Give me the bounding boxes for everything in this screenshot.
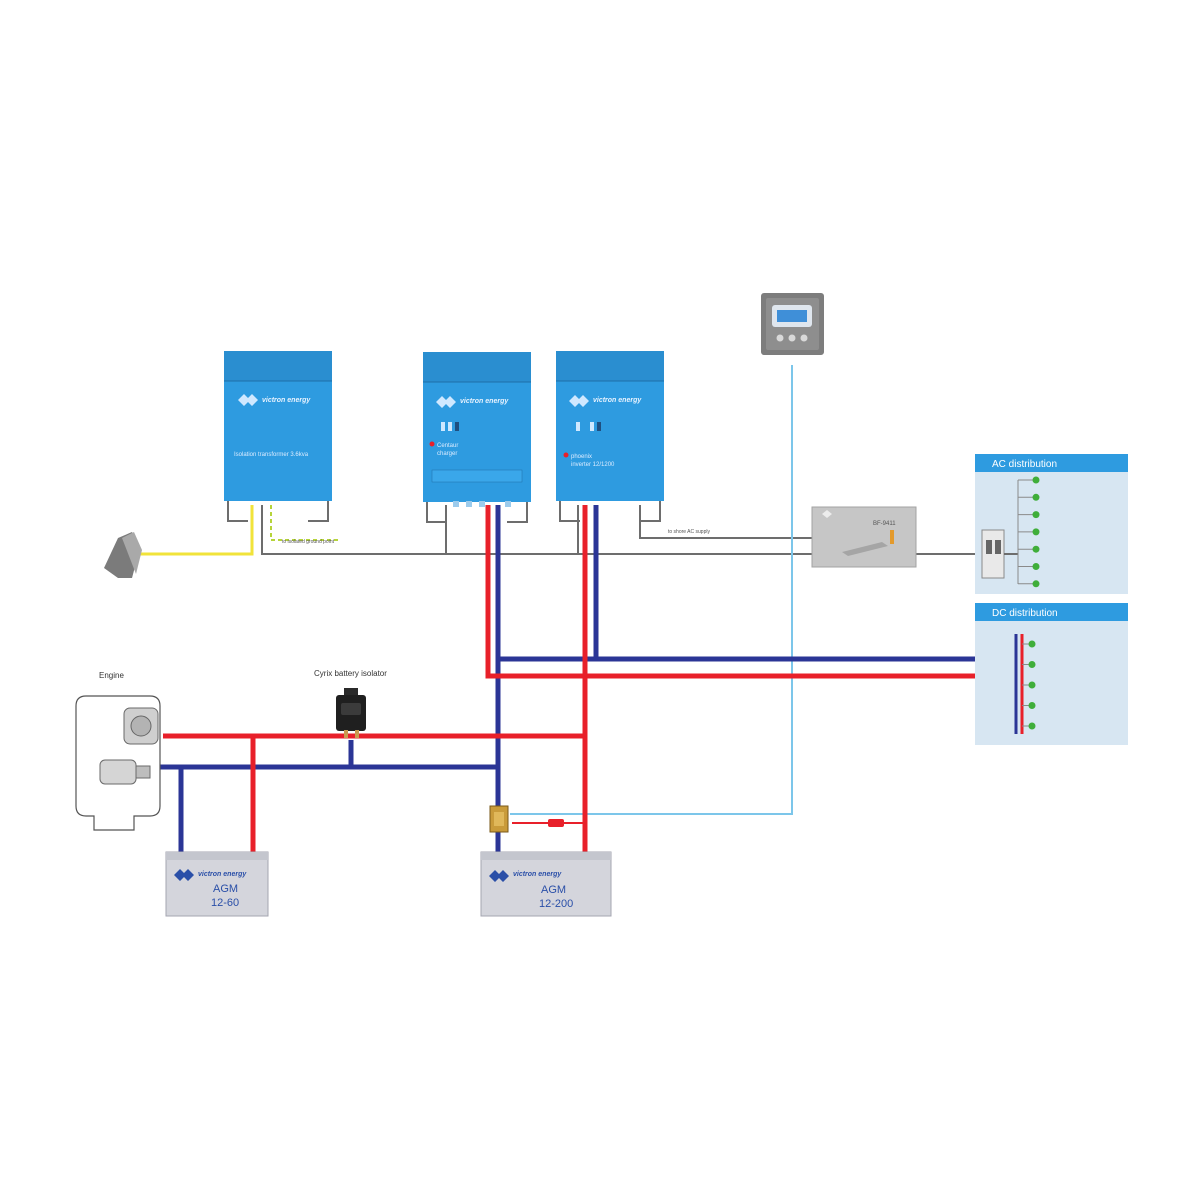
terminal-dot [1032, 511, 1040, 519]
starter-battery-brand: victron energy [198, 871, 247, 878]
centaur-charger: victron energy Centaur charger [423, 352, 531, 523]
ac-cables [261, 505, 982, 555]
terminal-dot [1028, 702, 1036, 709]
terminal-dot [1032, 580, 1040, 588]
ac-terminals [1017, 476, 1040, 588]
battery-shunt [489, 805, 509, 833]
isolation-transformer-brand: victron energy [262, 397, 311, 404]
filter-box: BF-9411 [811, 506, 917, 568]
victron-logo-icon [569, 395, 589, 407]
phoenix-inverter-model-1: phoenix [571, 454, 592, 460]
isolation-transformer-model: Isolation transformer 3.6kva [234, 452, 309, 458]
led-indicators [441, 422, 459, 431]
starter-battery-type: AGM [213, 883, 238, 895]
terminal-dot [1032, 493, 1040, 501]
ac-bus-cable [261, 505, 982, 555]
terminal-dot [1032, 476, 1040, 484]
inverter-ac-out-cable [639, 505, 812, 539]
inverter-output-note: to shore AC supply [668, 529, 710, 535]
victron-logo-icon [436, 396, 456, 408]
centaur-charger-brand: victron energy [460, 398, 509, 405]
cyrix-isolator [336, 688, 366, 738]
filter-box-model: BF-9411 [873, 521, 896, 527]
phoenix-inverter: victron energy phoenix inverter 12/1200 [556, 351, 664, 522]
phoenix-inverter-model-2: inverter 12/1200 [571, 462, 615, 468]
starter-battery-capacity: 12-60 [211, 897, 239, 909]
terminal-dot [1028, 640, 1036, 648]
house-battery-capacity: 12-200 [539, 898, 573, 910]
fuse [512, 819, 585, 827]
engine-icon [75, 695, 161, 831]
ac-distribution-title: AC distribution [992, 459, 1057, 470]
house-battery: victron energy AGM 12-200 [480, 851, 612, 917]
victron-logo-icon [238, 394, 258, 406]
cyrix-isolator-label: Cyrix battery isolator [314, 669, 387, 678]
terminal-dot [1028, 681, 1036, 689]
centaur-charger-model-1: Centaur [437, 443, 458, 449]
ac-distribution-panel: AC distribution [975, 454, 1128, 594]
monitor-screen [772, 305, 812, 327]
house-battery-type: AGM [541, 884, 566, 896]
battery-monitor [761, 293, 824, 355]
terminal-dot [1032, 563, 1040, 570]
isolation-transformer: victron energy Isolation transformer 3.6… [224, 351, 332, 522]
victron-logo-icon [174, 869, 194, 881]
earth-cable-note: to isolated ground point [282, 539, 335, 545]
terminal-dot [1028, 722, 1036, 730]
house-battery-brand: victron energy [513, 871, 562, 878]
led-indicators [576, 422, 601, 431]
terminal-dot [1032, 528, 1040, 536]
shore-inlet-icon [104, 532, 142, 578]
centaur-charger-model-2: charger [437, 451, 457, 457]
terminal-dot [1032, 545, 1040, 553]
earth-cable [270, 505, 340, 541]
dc-terminals [1022, 640, 1036, 730]
shore-cable [140, 505, 254, 556]
engine-label: Engine [99, 671, 124, 680]
terminal-dot [1028, 661, 1036, 668]
dc-distribution-title: DC distribution [992, 608, 1058, 619]
phoenix-inverter-brand: victron energy [593, 397, 642, 404]
dc-distribution-panel: DC distribution [975, 603, 1128, 745]
victron-logo-icon [489, 870, 509, 882]
starter-battery: victron energy AGM 12-60 [165, 851, 269, 917]
monitor-data-cable [510, 365, 793, 815]
